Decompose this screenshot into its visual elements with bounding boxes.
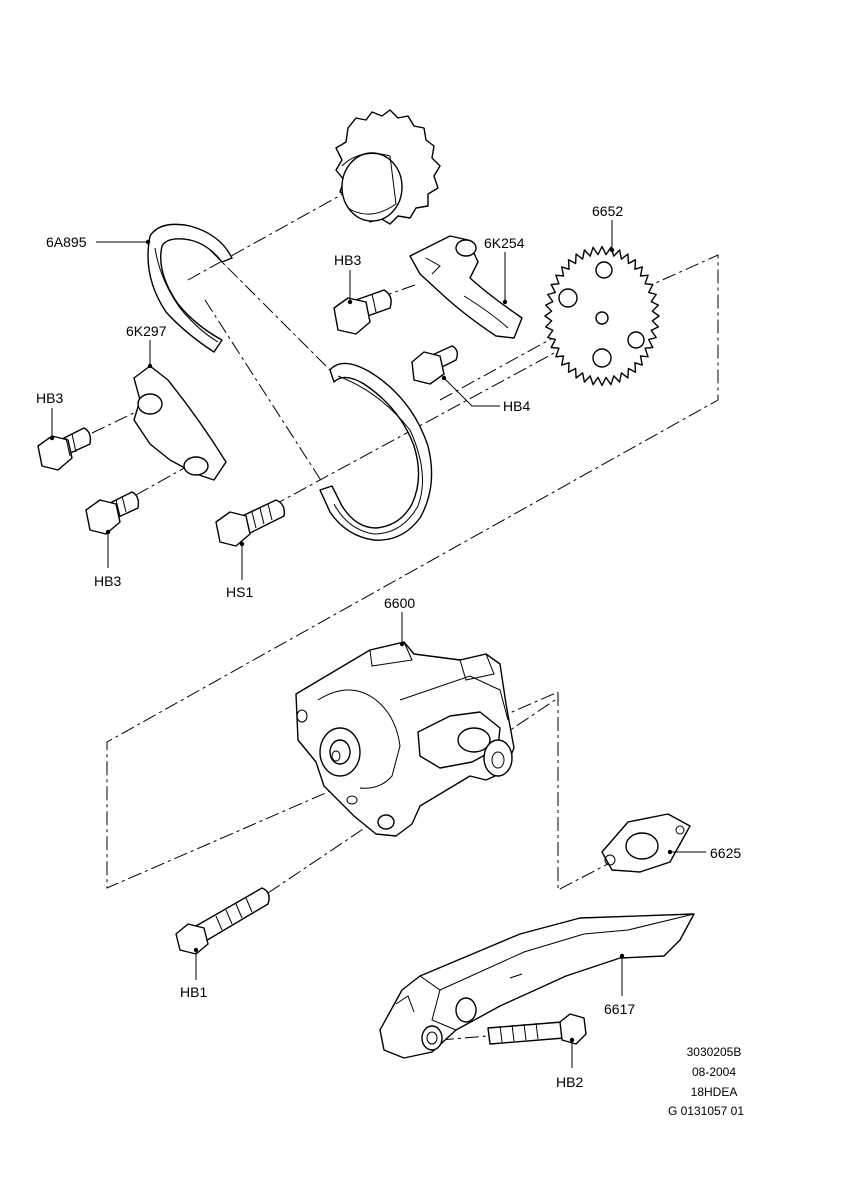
bolt-hb2 (487, 1013, 587, 1045)
label-pickup-tube: 6617 (604, 1001, 635, 1017)
label-bolt-hb4: HB4 (503, 398, 530, 414)
reference-engine: 18HDEA (691, 1085, 738, 1099)
label-bolt-hb1: HB1 (180, 984, 207, 1000)
reference-date: 08-2004 (692, 1065, 736, 1079)
label-guide-rail: 6K297 (126, 323, 167, 339)
label-bolt-hb3-a: HB3 (36, 390, 63, 406)
camshaft-sprocket (544, 245, 660, 387)
bolt-hb3-lower-left (85, 491, 140, 535)
bolt-hs1 (215, 499, 286, 547)
alignment-lines (91, 189, 719, 1041)
crank-sprocket (335, 109, 441, 225)
label-bolt-hb3-c: HB3 (334, 252, 361, 268)
reference-drawing-number: G 0131057 01 (668, 1104, 744, 1118)
label-chain: 6A895 (46, 234, 87, 250)
bolt-hb3-top (333, 289, 392, 335)
label-oil-pump: 6600 (384, 595, 415, 611)
label-bolt-hb2: HB2 (556, 1074, 583, 1090)
reference-block: 3030205B 08-2004 18HDEA G 0131057 01 (668, 1045, 744, 1118)
oil-pump (295, 641, 515, 837)
label-bolt-hs1: HS1 (226, 584, 253, 600)
label-tensioner: 6K254 (484, 235, 525, 251)
leader-lines (49, 220, 706, 1068)
bolt-hb4 (411, 345, 459, 385)
timing-chain (147, 223, 433, 541)
label-bolt-hb3-b: HB3 (94, 573, 121, 589)
reference-code: 3030205B (687, 1045, 742, 1059)
oil-pickup-tube (379, 913, 695, 1059)
bolt-hb3-upper-left (37, 427, 92, 471)
label-sprocket: 6652 (592, 203, 623, 219)
chain-guide-rail (133, 365, 227, 481)
label-gasket: 6625 (710, 845, 741, 861)
bolt-hb1 (175, 887, 270, 955)
chain-tensioner (409, 235, 523, 339)
pump-gasket (601, 813, 691, 873)
